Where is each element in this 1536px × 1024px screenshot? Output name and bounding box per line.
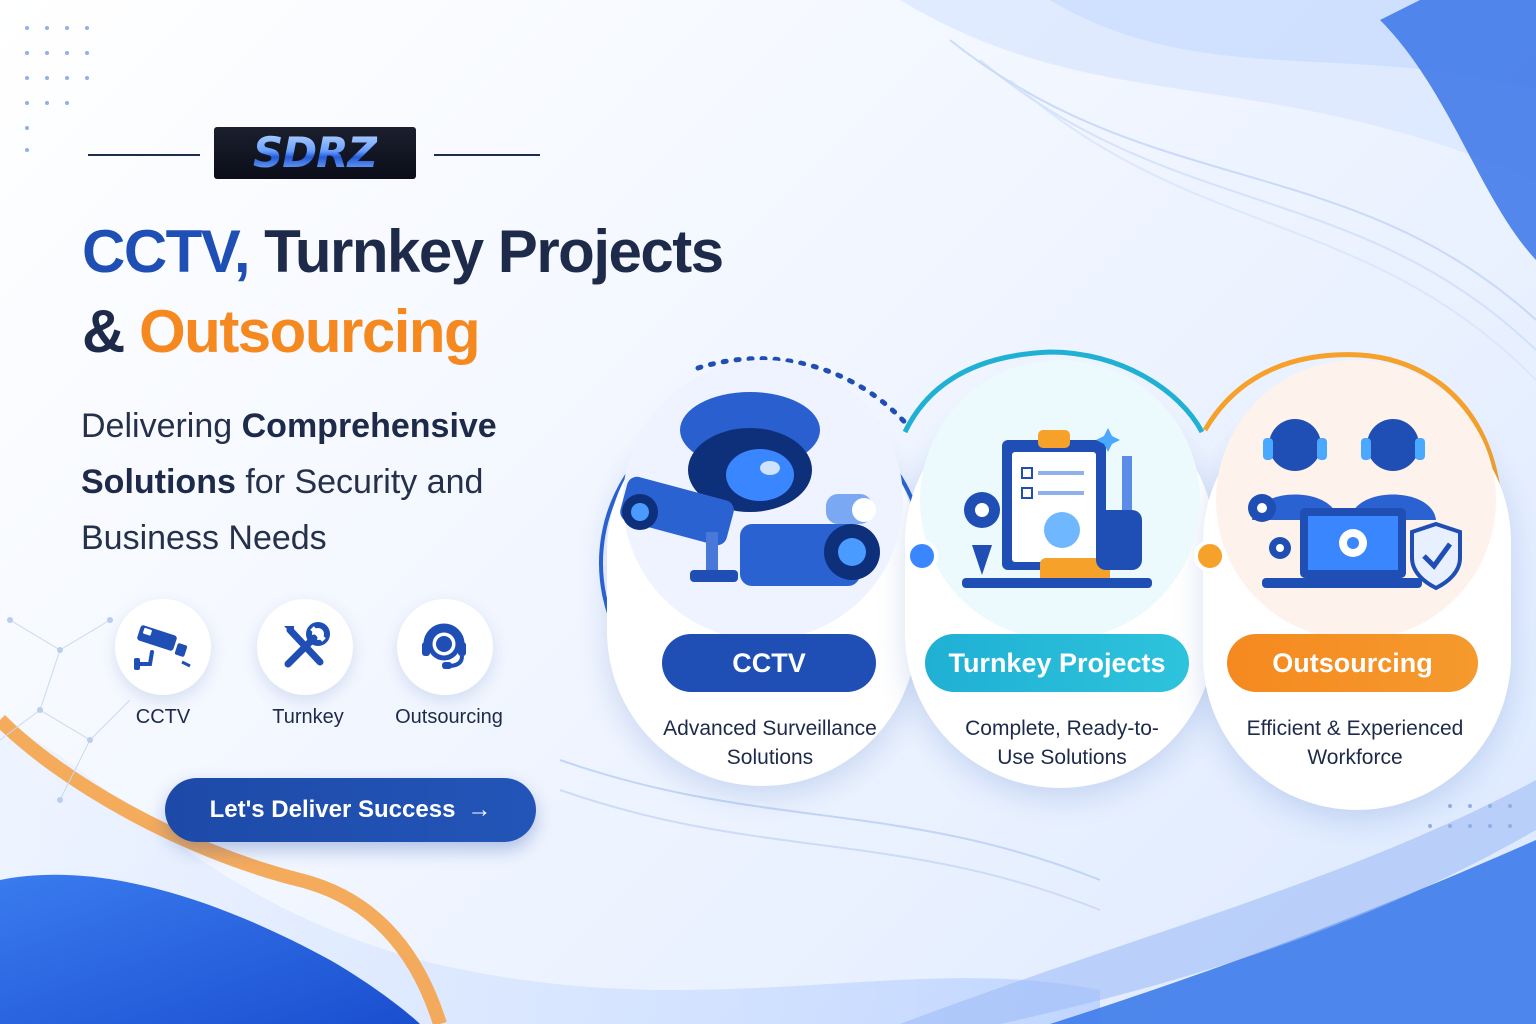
headline: CCTV, Turnkey Projects & Outsourcing bbox=[82, 212, 724, 372]
headline-ampersand: & bbox=[82, 298, 139, 365]
turnkey-description: Complete, Ready-to- Use Solutions bbox=[965, 717, 1159, 769]
logo-divider-right bbox=[434, 154, 540, 156]
outsourcing-pill: Outsourcing bbox=[1227, 634, 1478, 692]
mini-turnkey-badge bbox=[257, 599, 353, 695]
cctv-camera-icon bbox=[134, 625, 191, 670]
subheadline: Delivering Comprehensive Solutions for S… bbox=[81, 407, 497, 557]
mini-cctv-label: CCTV bbox=[135, 706, 191, 728]
turnkey-projects-pill: Turnkey Projects bbox=[925, 634, 1189, 692]
mini-cctv-badge bbox=[115, 599, 211, 695]
security-cameras-illustration bbox=[620, 360, 903, 640]
sdrz-logo: SDRZ bbox=[214, 127, 416, 179]
mini-outsourcing-badge bbox=[397, 599, 493, 695]
headline-outsourcing: Outsourcing bbox=[139, 298, 481, 365]
mini-outsourcing-label: Outsourcing bbox=[395, 706, 503, 728]
cctv-pill: CCTV bbox=[662, 634, 876, 692]
wrench-screwdriver-icon bbox=[284, 622, 330, 668]
headset-icon bbox=[422, 623, 466, 669]
arrow-right-icon: → bbox=[467, 796, 492, 823]
project-planning-illustration bbox=[920, 360, 1200, 640]
mini-turnkey-label: Turnkey bbox=[272, 706, 344, 728]
lets-deliver-success-button[interactable]: Let's Deliver Success → bbox=[165, 778, 536, 842]
workforce-illustration bbox=[1216, 360, 1496, 640]
headline-cctv: CCTV, bbox=[82, 218, 251, 285]
headline-turnkey: Turnkey Projects bbox=[249, 218, 724, 285]
logo-divider-left bbox=[88, 154, 200, 156]
cctv-description: Advanced Surveillance Solutions bbox=[663, 717, 877, 769]
outsourcing-description: Efficient & Experienced Workforce bbox=[1246, 717, 1464, 769]
